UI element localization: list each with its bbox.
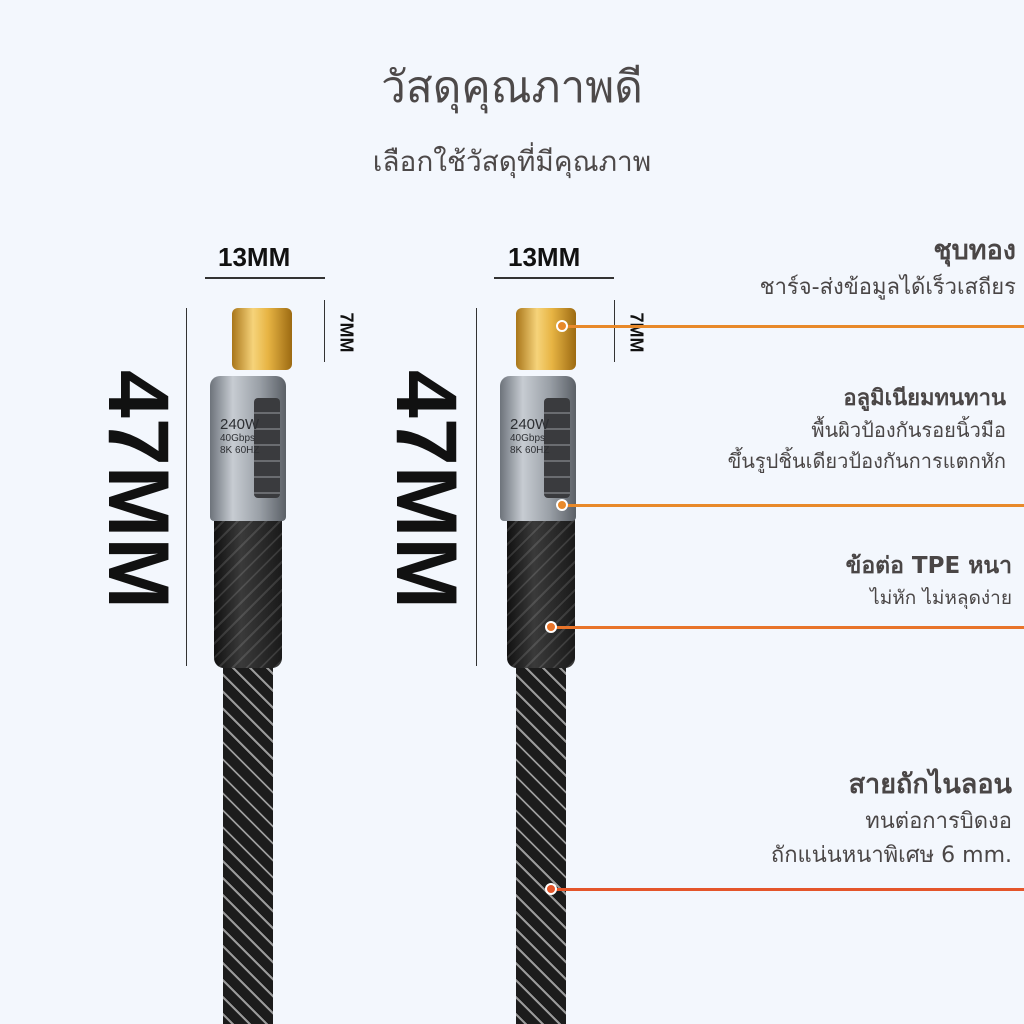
annotation-tpe: ข้อต่อ TPE หนา ไม่หัก ไม่หลุดง่าย bbox=[846, 548, 1012, 613]
annotation-gold: ชุบทอง ชาร์จ-ส่งข้อมูลได้เร็วเสถียร bbox=[760, 228, 1016, 305]
grip-ridges bbox=[254, 398, 280, 498]
length-label: 47MM bbox=[89, 370, 186, 609]
annotation-line: ชาร์จ-ส่งข้อมูลได้เร็วเสถียร bbox=[759, 275, 1016, 300]
speed-print: 40Gbps bbox=[220, 433, 256, 445]
callout-line-gold bbox=[562, 325, 1024, 328]
annotation-heading: ชุบทอง bbox=[933, 235, 1016, 266]
video-print: 8K 60HZ bbox=[220, 444, 260, 456]
tip-label-2: 7MM bbox=[626, 312, 647, 353]
callout-dot bbox=[545, 883, 557, 895]
video-print-2: 8K 60HZ bbox=[510, 444, 550, 456]
length-line bbox=[186, 308, 187, 666]
tpe-joint-2 bbox=[507, 518, 575, 668]
page-subtitle: เลือกใช้วัสดุที่มีคุณภาพ bbox=[372, 145, 652, 178]
width-line-2 bbox=[494, 277, 614, 279]
annotation-aluminum: อลูมิเนียมทนทาน พื้นผิวป้องกันรอยนิ้วมือ… bbox=[728, 380, 1006, 477]
usb-c-tip bbox=[232, 308, 292, 370]
usb-c-tip-2 bbox=[516, 308, 576, 370]
speed-print-2: 40Gbps bbox=[510, 433, 546, 445]
annotation-heading: สายถักไนลอน bbox=[848, 769, 1012, 800]
callout-dot bbox=[556, 499, 568, 511]
annotation-line: ขึ้นรูปชิ้นเดียวป้องกันการแตกหัก bbox=[727, 449, 1006, 473]
callout-line-aluminum bbox=[562, 504, 1024, 507]
power-print: 240W bbox=[220, 416, 260, 433]
annotation-line: ทนต่อการบิดงอ bbox=[865, 809, 1012, 834]
grip-ridges-2 bbox=[544, 398, 570, 498]
page-title: วัสดุคุณภาพดี bbox=[381, 62, 643, 113]
tip-label: 7MM bbox=[336, 312, 357, 353]
tpe-joint bbox=[214, 518, 282, 668]
braided-cable-2 bbox=[516, 664, 566, 1024]
width-label-2: 13MM bbox=[508, 242, 581, 272]
callout-dot bbox=[556, 320, 568, 332]
annotation-braid: สายถักไนลอน ทนต่อการบิดงอ ถักแน่นหนาพิเศ… bbox=[771, 762, 1012, 873]
tip-line-2 bbox=[614, 300, 615, 362]
length-line-2 bbox=[476, 308, 477, 666]
callout-line-tpe bbox=[552, 626, 1024, 629]
width-label: 13MM bbox=[218, 242, 291, 272]
tip-line bbox=[324, 300, 325, 362]
callout-dot bbox=[545, 621, 557, 633]
callout-line-braid bbox=[552, 888, 1024, 891]
annotation-heading: อลูมิเนียมทนทาน bbox=[843, 386, 1006, 411]
braided-cable bbox=[223, 664, 273, 1024]
annotation-line: ถักแน่นหนาพิเศษ 6 mm. bbox=[770, 843, 1012, 869]
width-line bbox=[205, 277, 325, 279]
annotation-heading: ข้อต่อ TPE หนา bbox=[845, 553, 1012, 579]
annotation-line: พื้นผิวป้องกันรอยนิ้วมือ bbox=[811, 418, 1006, 442]
length-label-2: 47MM bbox=[377, 370, 474, 609]
power-print-2: 240W bbox=[510, 416, 550, 433]
annotation-line: ไม่หัก ไม่หลุดง่าย bbox=[870, 587, 1012, 609]
